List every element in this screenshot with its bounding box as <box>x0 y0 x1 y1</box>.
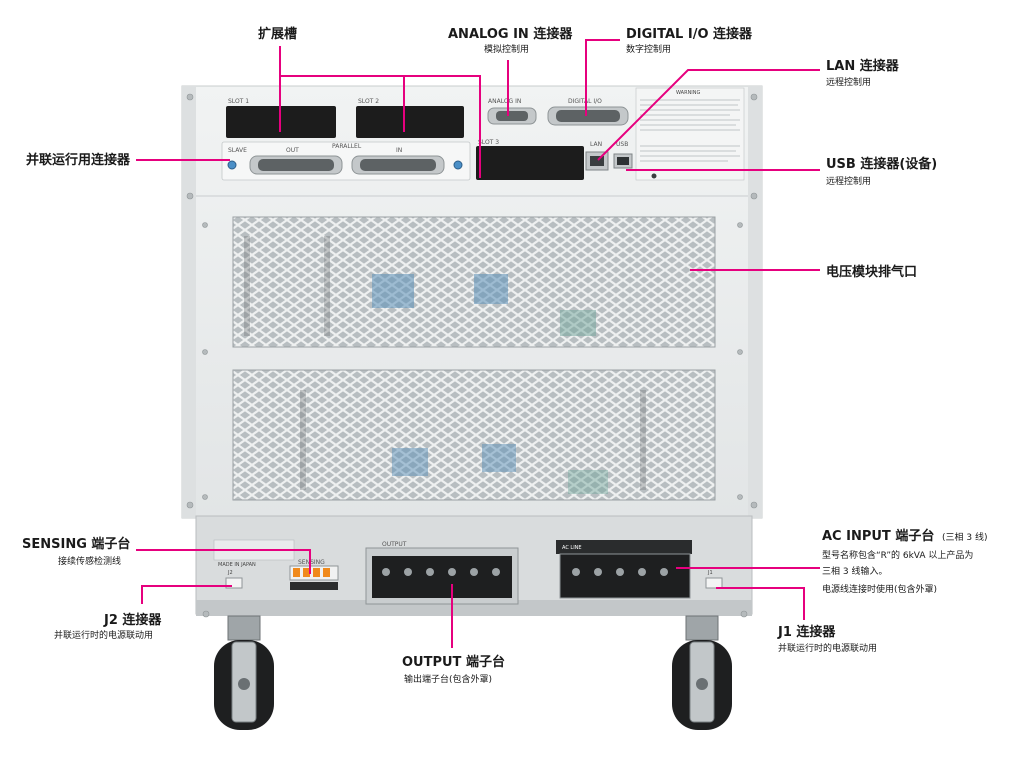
slot-2: SLOT 2 <box>356 98 464 138</box>
output-terminal: OUTPUT <box>365 541 519 605</box>
warning-title: WARNING <box>676 90 701 96</box>
lan-label: LAN <box>590 141 602 148</box>
callout-vent-title: 电压模块排气口 <box>826 264 917 280</box>
callout-lan: LAN 连接器 远程控制用 <box>826 58 900 88</box>
callout-usb-title: USB 连接器(设备) <box>826 156 937 172</box>
callout-lan-title: LAN 连接器 <box>826 58 900 74</box>
j1-connector: J1 <box>705 570 723 589</box>
slave-switch <box>227 160 237 170</box>
callout-ac-input-line1: 型号名称包含“R”的 6kVA 以上产品为 <box>822 549 973 561</box>
slot-2-label: SLOT 2 <box>358 98 379 105</box>
vent-upper <box>232 216 716 348</box>
j2-connector: J2 <box>225 570 243 589</box>
callout-analog-in-title: ANALOG IN 连接器 <box>448 26 573 42</box>
callout-ac-input-note: (三相 3 线) <box>942 531 987 543</box>
analog-in-connector: ANALOG IN <box>487 98 537 125</box>
leader-lines <box>136 39 820 648</box>
callout-j1: J1 连接器 并联运行时的电源联动用 <box>777 624 877 654</box>
callout-expansion-slot-title: 扩展槽 <box>258 26 297 42</box>
callout-j1-sub: 并联运行时的电源联动用 <box>778 642 877 654</box>
callout-usb-sub: 远程控制用 <box>826 175 871 187</box>
terminator-switch <box>453 160 463 170</box>
callout-output-title: OUTPUT 端子台 <box>402 654 505 670</box>
slot-1-label: SLOT 1 <box>228 98 249 105</box>
callout-sensing: SENSING 端子台 接续传感检测线 <box>22 536 130 567</box>
made-in-japan-label: MADE IN JAPAN <box>218 562 256 568</box>
ac-input-terminal: AC LINE <box>556 540 692 599</box>
out-label: OUT <box>286 147 299 154</box>
sensing-label: SENSING <box>298 559 325 566</box>
callout-usb: USB 连接器(设备) 远程控制用 <box>826 156 937 187</box>
j2-label: J2 <box>227 570 233 576</box>
callout-output-sub: 输出端子台(包含外罩) <box>404 673 492 685</box>
callout-j2-sub: 并联运行时的电源联动用 <box>54 629 153 641</box>
callout-parallel-title: 并联运行用连接器 <box>26 152 131 168</box>
caster-right <box>672 615 732 730</box>
parallel-label: PARALLEL <box>332 143 362 150</box>
callout-j1-title: J1 连接器 <box>777 624 836 640</box>
ac-line-label: AC LINE <box>562 545 582 551</box>
callout-output: OUTPUT 端子台 输出端子台(包含外罩) <box>402 654 505 685</box>
chassis-right-edge <box>748 86 762 518</box>
slot-3: SLOT 3 <box>476 139 584 180</box>
in-label: IN <box>396 147 402 154</box>
usb-label: USB <box>616 141 628 148</box>
sensing-terminal: SENSING <box>289 559 339 590</box>
callout-lan-sub: 远程控制用 <box>826 76 871 88</box>
j1-label: J1 <box>707 570 713 576</box>
callout-sensing-title: SENSING 端子台 <box>22 536 130 552</box>
output-label: OUTPUT <box>382 541 407 548</box>
analog-in-label: ANALOG IN <box>488 98 521 105</box>
callout-digital-io-sub: 数字控制用 <box>626 43 671 55</box>
callout-j2: J2 连接器 并联运行时的电源联动用 <box>54 612 162 641</box>
slot-3-label: SLOT 3 <box>478 139 499 146</box>
callout-digital-io: DIGITAL I/O 连接器 数字控制用 <box>626 26 753 55</box>
callout-vent: 电压模块排气口 <box>826 264 917 280</box>
callout-expansion-slot: 扩展槽 <box>258 26 297 42</box>
callout-digital-io-title: DIGITAL I/O 连接器 <box>626 26 753 42</box>
parallel-panel: PARALLEL SLAVE OUT IN <box>221 141 471 181</box>
warning-label: WARNING <box>635 87 745 181</box>
base-rail <box>196 600 752 616</box>
callout-ac-input-line2: 三相 3 线输入。 <box>822 565 887 577</box>
callout-parallel: 并联运行用连接器 <box>26 152 131 168</box>
vent-lower <box>232 369 716 501</box>
callout-ac-input-line3: 电源线连接时使用(包含外罩) <box>822 583 937 595</box>
callout-analog-in-sub: 模拟控制用 <box>484 43 529 55</box>
callout-sensing-sub: 接续传感检测线 <box>58 555 121 567</box>
callout-ac-input-title: AC INPUT 端子台 <box>822 528 934 544</box>
chassis-left-edge <box>182 86 196 518</box>
screws <box>186 93 758 618</box>
slave-label: SLAVE <box>228 147 247 154</box>
caster-left <box>214 615 274 730</box>
usb-port: USB <box>613 141 657 179</box>
callout-analog-in: ANALOG IN 连接器 模拟控制用 <box>448 26 573 55</box>
callout-j2-title: J2 连接器 <box>103 612 162 628</box>
callout-ac-input: AC INPUT 端子台 (三相 3 线) 型号名称包含“R”的 6kVA 以上… <box>822 528 987 595</box>
